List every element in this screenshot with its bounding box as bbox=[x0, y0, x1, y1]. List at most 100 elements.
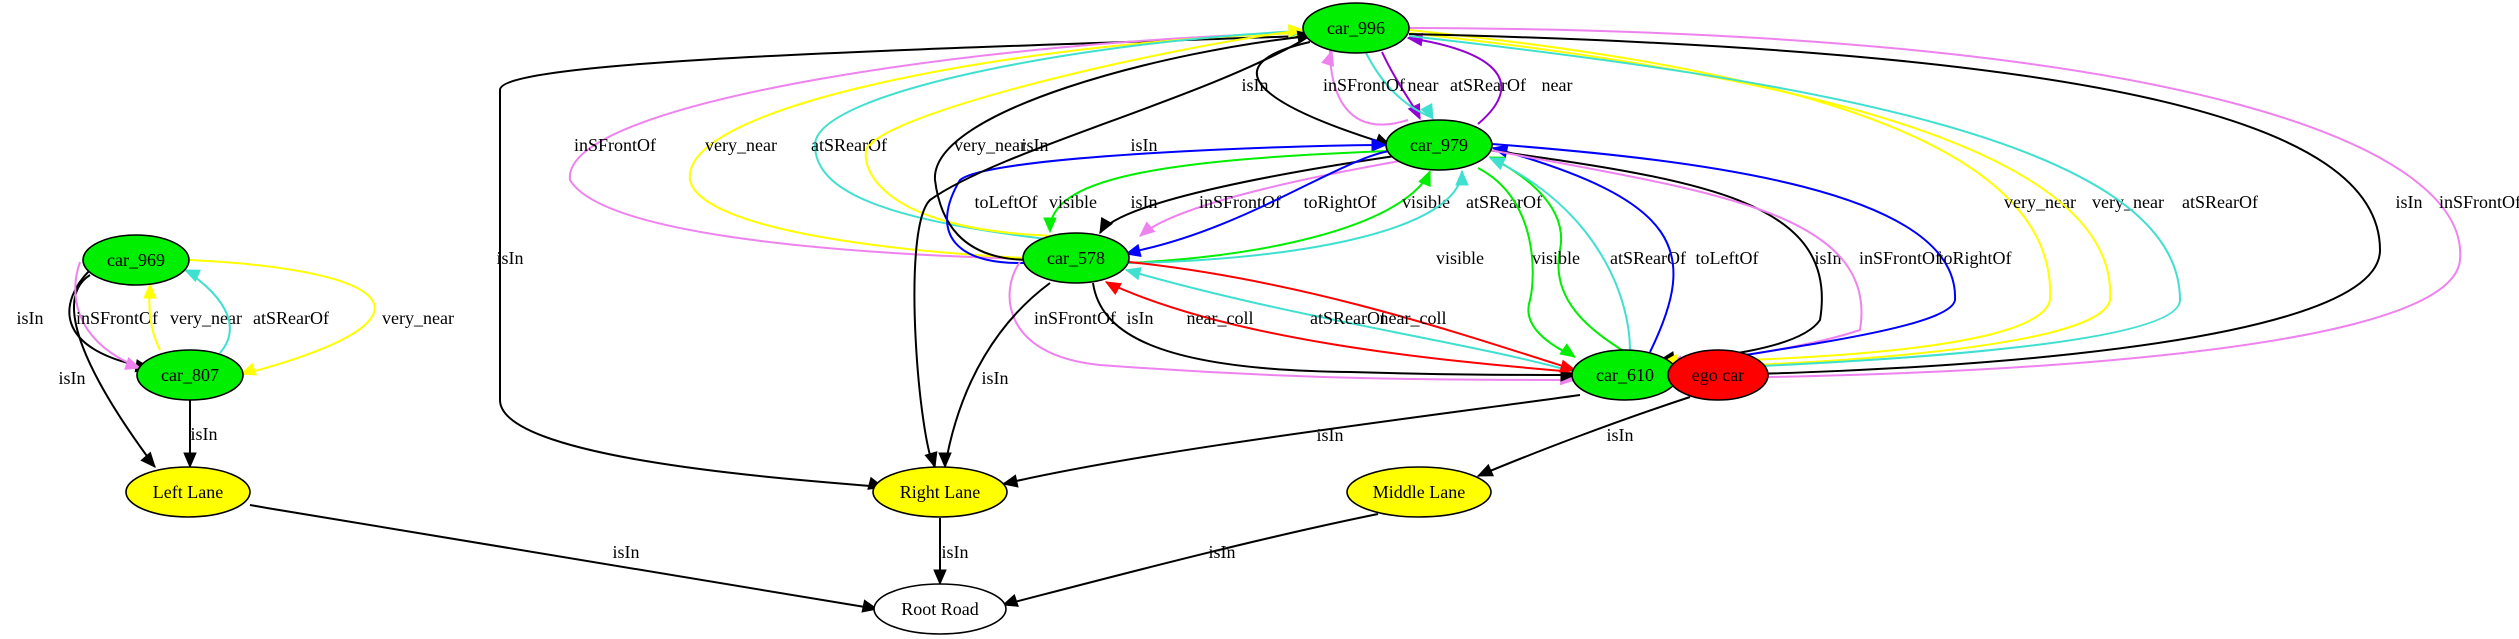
edge-label: isIn bbox=[497, 248, 524, 268]
edge-car_610-near_coll-car_578: near_coll bbox=[1104, 281, 1576, 373]
edge-right_lane-isIn-root_road: isIn bbox=[933, 518, 969, 586]
edge-arrowhead bbox=[1139, 221, 1156, 237]
node-car_610[interactable]: car_610 bbox=[1571, 349, 1679, 401]
edge-label: isIn bbox=[1317, 425, 1344, 445]
node-label: car_979 bbox=[1410, 135, 1468, 155]
edge-line bbox=[1002, 513, 1379, 606]
node-label: ego car bbox=[1692, 365, 1744, 385]
edge-label: very_near bbox=[705, 135, 777, 155]
edge-line bbox=[1092, 282, 1576, 376]
edge-line bbox=[1008, 261, 1576, 381]
node-middle_lane[interactable]: Middle Lane bbox=[1346, 466, 1492, 518]
edge-label: isIn bbox=[1022, 135, 1049, 155]
edge-label: very_near bbox=[382, 308, 454, 328]
edge-line bbox=[1408, 35, 2182, 371]
node-label: Left Lane bbox=[153, 482, 223, 502]
edge-line bbox=[1139, 160, 1401, 237]
edge-line bbox=[1128, 261, 1576, 371]
node-ellipse[interactable] bbox=[872, 466, 1008, 518]
edge-label: atSRearOf bbox=[1610, 248, 1686, 268]
edge-arrowhead bbox=[1488, 157, 1506, 171]
edge-arrowhead bbox=[1321, 49, 1335, 67]
node-ellipse[interactable] bbox=[873, 583, 1007, 635]
edge-arrowhead bbox=[924, 451, 938, 469]
edge-line bbox=[1408, 27, 2462, 379]
edge-arrowhead bbox=[1001, 474, 1019, 488]
node-ego_car[interactable]: ego car bbox=[1667, 349, 1769, 401]
edge-label: isIn bbox=[942, 542, 969, 562]
edge-car_610-isIn-right_lane: isIn bbox=[1001, 394, 1581, 488]
edge-car_996-near-car_979: near bbox=[1381, 51, 1439, 121]
node-ellipse[interactable] bbox=[1346, 466, 1492, 518]
edge-line bbox=[933, 35, 1311, 261]
edge-label: inSFrontOf bbox=[2439, 192, 2519, 212]
edge-label: isIn bbox=[1607, 425, 1634, 445]
edge-arrowhead bbox=[1371, 138, 1388, 152]
node-root_road[interactable]: Root Road bbox=[873, 583, 1007, 635]
node-ellipse[interactable] bbox=[136, 349, 244, 401]
edge-arrowhead bbox=[1104, 281, 1122, 295]
node-car_979[interactable]: car_979 bbox=[1385, 119, 1493, 171]
node-label: car_807 bbox=[161, 365, 219, 385]
edge-line bbox=[1105, 281, 1576, 373]
edge-arrowhead bbox=[239, 362, 257, 376]
node-car_969[interactable]: car_969 bbox=[82, 234, 190, 286]
node-ellipse[interactable] bbox=[1667, 349, 1769, 401]
edge-car_578-very_near-car_996: very_near bbox=[864, 23, 1305, 237]
node-car_578[interactable]: car_578 bbox=[1022, 232, 1130, 284]
edge-label: toLeftOf bbox=[975, 192, 1038, 212]
edge-label: inSFrontOf bbox=[1323, 75, 1405, 95]
node-left_lane[interactable]: Left Lane bbox=[125, 466, 251, 518]
edge-car_969-inSFrontOf-car_807: inSFrontOf bbox=[74, 261, 158, 370]
edge-car_807-atSRearOf-car_969: atSRearOf bbox=[183, 269, 329, 354]
edge-label: very_near bbox=[170, 308, 242, 328]
edge-arrowhead bbox=[1288, 23, 1305, 38]
edge-label: toRightOf bbox=[1303, 192, 1376, 212]
edge-car_578-isIn-right_lane: isIn bbox=[938, 282, 1051, 469]
edge-label: inSFrontOf bbox=[1034, 308, 1116, 328]
node-ellipse[interactable] bbox=[1385, 119, 1493, 171]
edge-label: near_coll bbox=[1187, 308, 1254, 328]
edge-label: isIn bbox=[1131, 135, 1158, 155]
edge-label: isIn bbox=[1815, 248, 1842, 268]
edge-car_996-isIn-right_lane: isIn bbox=[913, 39, 1304, 469]
edge-arrowhead bbox=[1559, 359, 1577, 373]
edge-label: atSRearOf bbox=[1466, 192, 1542, 212]
node-label: Middle Lane bbox=[1373, 482, 1465, 502]
edge-label: very_near bbox=[954, 135, 1026, 155]
edge-line bbox=[1125, 149, 1401, 254]
node-car_996[interactable]: car_996 bbox=[1302, 2, 1410, 54]
edge-label: isIn bbox=[1131, 192, 1158, 212]
node-right_lane[interactable]: Right Lane bbox=[872, 466, 1008, 518]
edge-label: atSRearOf bbox=[2182, 192, 2258, 212]
edge-label: very_near bbox=[2004, 192, 2076, 212]
edge-arrowhead bbox=[1559, 343, 1577, 358]
edge-line bbox=[913, 39, 1304, 468]
edge-label: isIn bbox=[191, 424, 218, 444]
edge-line bbox=[184, 269, 231, 354]
edge-line bbox=[1127, 170, 1463, 264]
node-car_807[interactable]: car_807 bbox=[136, 349, 244, 401]
node-ellipse[interactable] bbox=[125, 466, 251, 518]
edge-arrowhead bbox=[1124, 267, 1142, 281]
edge-car_979-visible-car_578: visible bbox=[1043, 150, 1390, 234]
edge-label: isIn bbox=[2396, 192, 2423, 212]
edge-line bbox=[864, 29, 1304, 237]
node-ellipse[interactable] bbox=[82, 234, 190, 286]
edge-label: near bbox=[1408, 75, 1439, 95]
edge-label: very_near bbox=[2092, 192, 2164, 212]
edge-line bbox=[944, 282, 1051, 468]
node-ellipse[interactable] bbox=[1022, 232, 1130, 284]
edge-car_979-visible-car_610: visible bbox=[1477, 167, 1580, 358]
edge-left_lane-isIn-root_road: isIn bbox=[249, 504, 879, 613]
node-ellipse[interactable] bbox=[1302, 2, 1410, 54]
edge-line bbox=[1002, 394, 1581, 485]
node-label: car_610 bbox=[1596, 365, 1654, 385]
edge-arrowhead bbox=[124, 357, 142, 370]
edge-line bbox=[189, 259, 376, 376]
edge-label: inSFrontOf bbox=[1199, 192, 1281, 212]
edge-line bbox=[813, 30, 1304, 241]
node-label: car_996 bbox=[1327, 18, 1385, 38]
edge-line bbox=[1125, 269, 1576, 373]
